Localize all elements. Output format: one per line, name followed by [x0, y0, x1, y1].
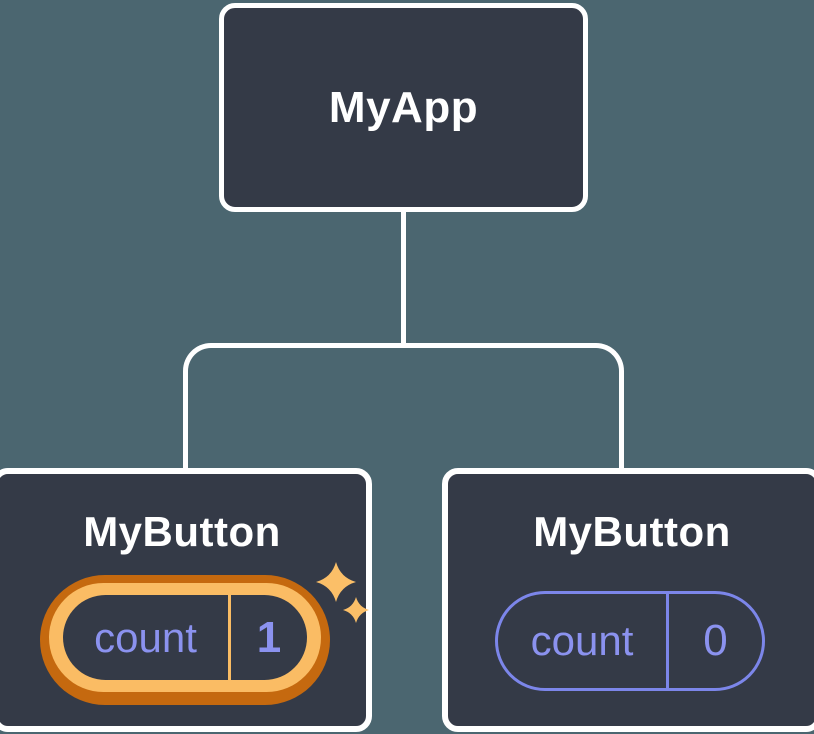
connector-stem	[401, 210, 406, 344]
state-name: count	[94, 613, 197, 661]
connector-bracket	[183, 343, 624, 469]
state-value: 0	[703, 616, 728, 665]
root-node-myapp: MyApp	[219, 3, 588, 212]
child-node-mybutton-left: MyButton count 1	[0, 468, 372, 732]
root-node-label: MyApp	[328, 82, 479, 132]
state-value: 1	[256, 612, 282, 662]
sparkles-icon	[316, 562, 369, 623]
state-name: count	[530, 617, 634, 664]
child-node-label: MyButton	[83, 508, 281, 555]
state-pill-divider	[666, 594, 669, 688]
state-pill-divider	[228, 595, 231, 680]
state-pill-plain: count 0	[495, 591, 765, 691]
child-node-mybutton-right: MyButton count 0	[442, 468, 814, 732]
child-node-label: MyButton	[533, 508, 731, 555]
state-pill-highlighted: count 1	[40, 575, 330, 705]
